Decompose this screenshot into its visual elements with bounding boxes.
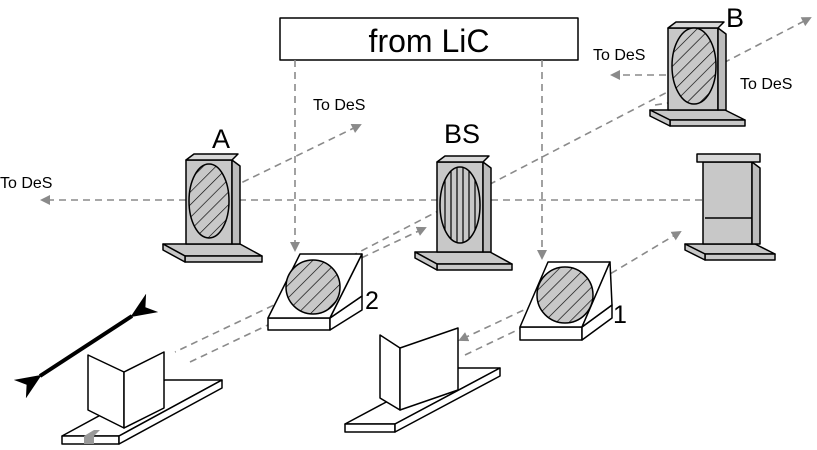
beam-splitter-label: BS <box>444 119 480 149</box>
mirror-b <box>649 21 746 127</box>
beam-mirror-2-to-left-retro-a <box>174 294 296 353</box>
mirror-2 <box>267 253 363 331</box>
mirror-1-label: 1 <box>613 301 627 329</box>
mirror-a <box>162 153 263 263</box>
mirror-b-label: B <box>726 3 744 33</box>
mirror-2-optic <box>285 259 341 315</box>
source-box: from LiC <box>279 17 579 61</box>
mirror-a-label: A <box>212 124 230 154</box>
beam-mirror-1-to-right-mirror <box>579 230 682 293</box>
mirror-2-label: 2 <box>365 287 379 315</box>
mirror-b-optic <box>671 27 717 105</box>
left-retroreflector-stage <box>61 351 223 445</box>
beam-diagonal-to-top-right <box>339 17 812 263</box>
right-mirror <box>684 153 776 261</box>
beam-splitter <box>414 155 513 271</box>
beam-right-retro-to-mirror-1 <box>464 310 557 356</box>
mirror-1-optic <box>536 266 594 324</box>
output-label-left: To DeS <box>0 175 52 192</box>
output-label-upper-mid: To DeS <box>313 97 365 114</box>
mirror-1 <box>519 261 613 341</box>
mirror-a-optic <box>188 163 230 239</box>
translation-arrow-icon <box>13 293 159 399</box>
beam-splitter-optic <box>439 166 481 244</box>
output-label-top-right-a: To DeS <box>593 47 645 64</box>
output-label-top-right-b: To DeS <box>740 76 792 93</box>
right-retroreflector-stage <box>344 327 501 433</box>
source-box-label: from LiC <box>369 23 490 59</box>
